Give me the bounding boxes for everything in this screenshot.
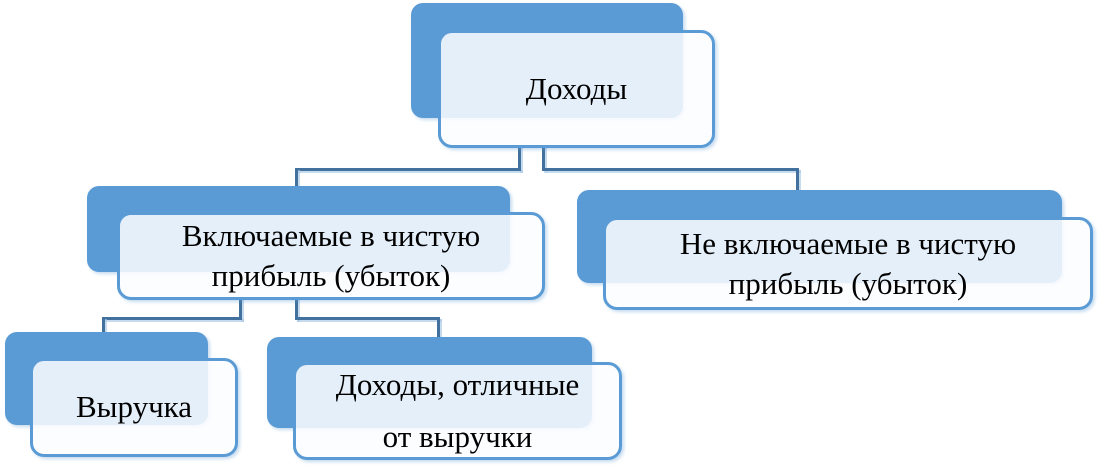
node-revenue-label: Выручка <box>75 389 193 425</box>
connector-root-notincluded-horizontal <box>544 168 799 171</box>
connector-root-drop-left <box>518 146 521 171</box>
node-otherincome-card: Доходы, отличные от выручки <box>293 362 622 460</box>
node-included-label: Включаемые в чистую прибыль (убыток) <box>181 218 481 293</box>
connector-root-drop-right <box>542 146 545 171</box>
connector-included-otherincome-horizontal <box>295 317 440 320</box>
connector-included-drop-left <box>239 298 242 320</box>
connector-root-included-horizontal <box>295 168 521 171</box>
node-root-label: Доходы <box>525 70 628 106</box>
connector-included-revenue-horizontal <box>102 317 242 320</box>
node-included-card: Включаемые в чистую прибыль (убыток) <box>117 212 545 300</box>
node-revenue-card: Выручка <box>30 358 238 457</box>
connector-included-drop-right <box>295 298 298 320</box>
connector-root-notincluded-stub <box>796 168 799 192</box>
node-otherincome-label: Доходы, отличные от выручки <box>335 367 580 454</box>
connector-included-revenue-stub <box>102 317 105 334</box>
node-notincluded-card: Не включаемые в чистую прибыль (убыток) <box>603 217 1093 310</box>
node-notincluded-label: Не включаемые в чистую прибыль (убыток) <box>679 225 1017 301</box>
connector-root-included-stub <box>295 168 298 189</box>
connector-included-otherincome-stub <box>437 317 440 340</box>
node-root-card: Доходы <box>438 30 715 148</box>
